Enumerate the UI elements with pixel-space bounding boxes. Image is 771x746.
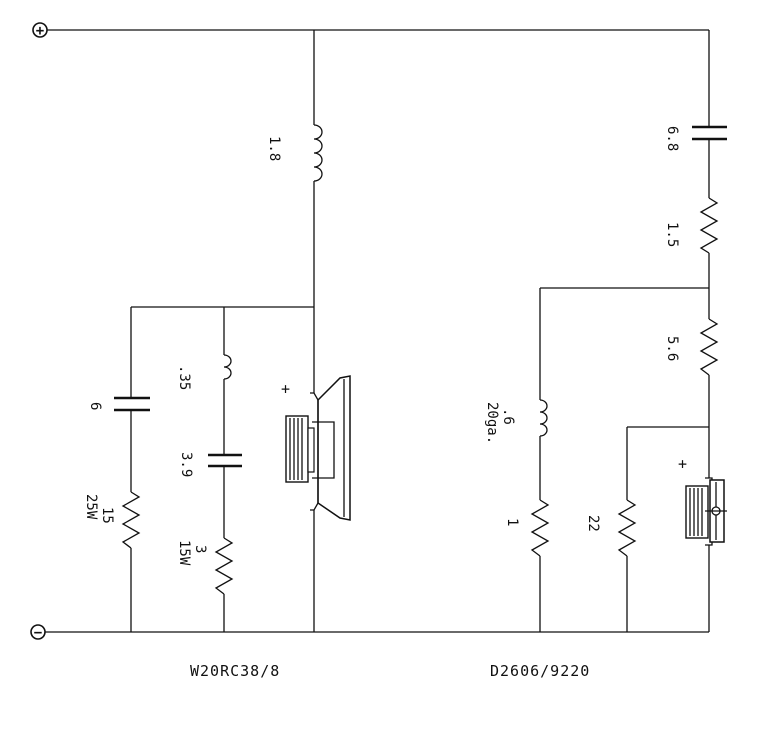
tweeter-shunt-resistor-label: 1	[504, 518, 520, 526]
woofer-series-inductor-label: 1.8	[266, 136, 282, 161]
woofer-notch-resistor-power: 15W	[176, 540, 192, 566]
woofer-zobel-resistor	[121, 491, 141, 549]
tweeter-lpad-resistor-label: 5.6	[664, 336, 680, 361]
woofer-notch-resistor	[214, 537, 234, 595]
negative-terminal-label: −	[34, 625, 42, 641]
woofer-driver	[285, 375, 351, 521]
tweeter-model-label: D2606/9220	[490, 662, 590, 680]
woofer-zobel-capacitor-label: 6	[87, 402, 103, 410]
tweeter-parallel-resistor-label: 22	[585, 515, 601, 532]
woofer-zobel-resistor-label: 15	[99, 507, 115, 524]
tweeter-polarity: +	[678, 455, 687, 473]
positive-terminal-label: +	[36, 23, 44, 39]
tweeter-shunt-resistor	[530, 499, 550, 557]
tweeter-shunt-inductor-gauge: 20ga.	[484, 402, 500, 444]
tweeter-lpad-resistor	[699, 318, 719, 376]
tweeter-series-capacitor-label: 6.8	[664, 126, 680, 151]
tweeter-parallel-resistor	[617, 499, 637, 557]
woofer-notch-resistor-label: 3	[192, 545, 208, 553]
tweeter-series-capacitor	[692, 125, 727, 141]
tweeter-series-resistor-label: 1.5	[664, 222, 680, 247]
woofer-zobel-capacitor	[114, 396, 150, 412]
tweeter-series-resistor	[699, 197, 719, 254]
negative-terminal: −	[30, 624, 46, 641]
woofer-series-inductor	[313, 124, 323, 182]
woofer-notch-capacitor	[208, 453, 242, 468]
woofer-notch-inductor	[223, 354, 232, 380]
woofer-zobel-resistor-power: 25W	[83, 494, 99, 520]
woofer-notch-capacitor-label: 3.9	[178, 452, 194, 477]
tweeter-shunt-inductor-label: .6	[500, 408, 516, 425]
woofer-model-label: W20RC38/8	[190, 662, 280, 680]
woofer-polarity: +	[281, 380, 290, 398]
woofer-notch-inductor-label: .35	[176, 365, 192, 390]
tweeter-shunt-inductor	[539, 399, 548, 437]
tweeter-driver	[685, 477, 727, 546]
positive-terminal: +	[32, 22, 48, 39]
